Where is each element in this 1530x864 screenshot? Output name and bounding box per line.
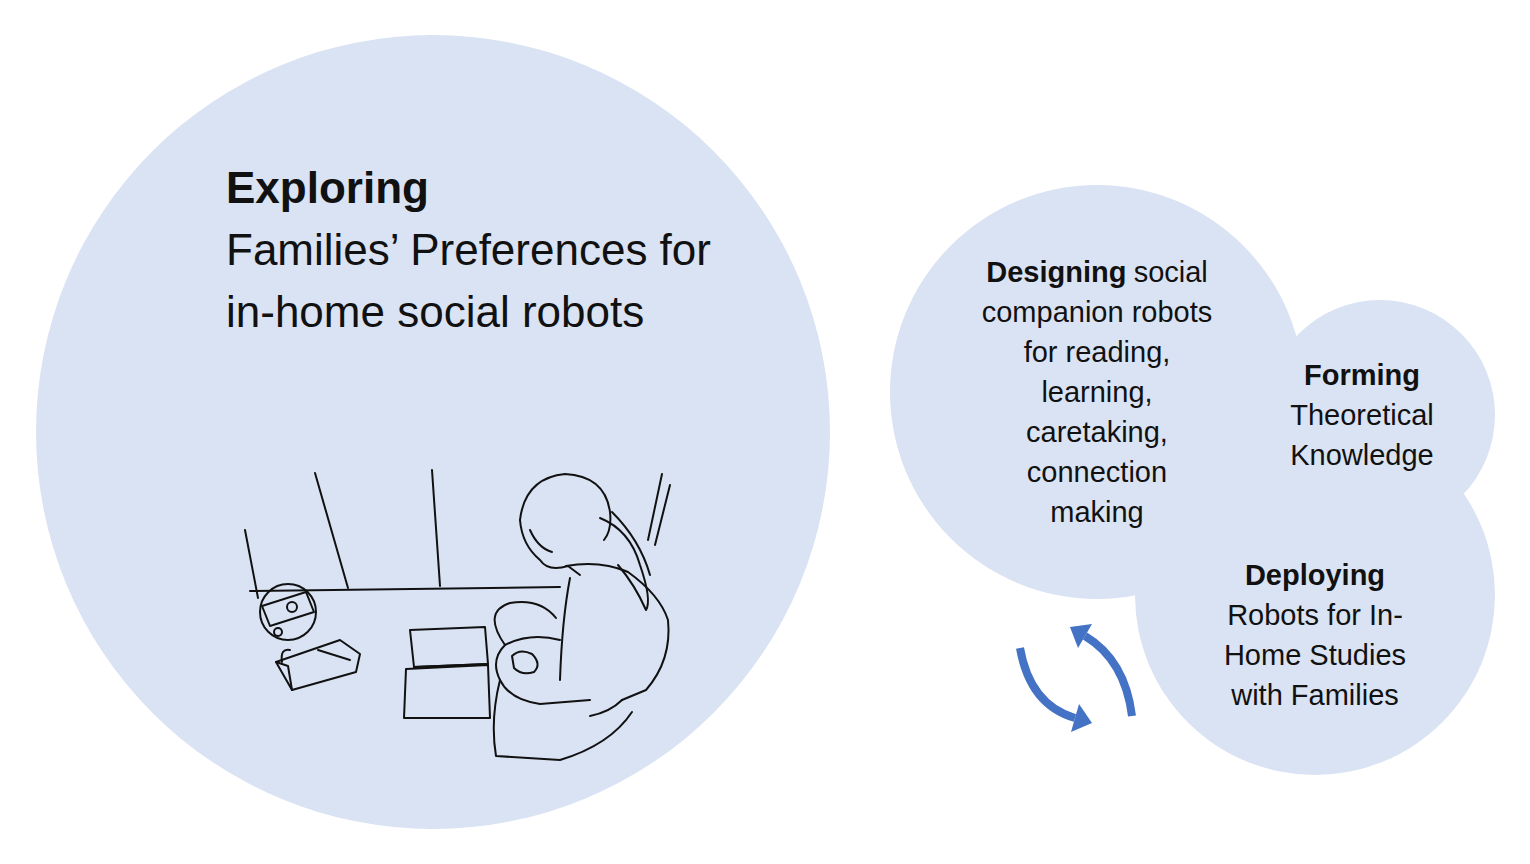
node-text: ExploringFamilies’ Preferences for in-ho… [226,157,746,343]
circle-node: Designingsocial companion robots for rea… [890,185,1304,599]
node-heading: Deploying [1215,555,1415,595]
node-body: Theoretical Knowledge [1267,395,1457,475]
node-body: Families’ Preferences for in-home social… [226,219,746,343]
circle-fill [36,35,830,829]
circle-node: FormingTheoretical Knowledge [1265,300,1495,530]
circle-node: ExploringFamilies’ Preferences for in-ho… [36,35,830,829]
node-heading: Exploring [226,157,746,219]
circle-fill [1135,415,1495,775]
node-body: social companion robots for reading, lea… [982,256,1213,528]
node-heading: Designing [986,256,1126,288]
circle-shape [36,35,830,829]
node-text: Designingsocial companion robots for rea… [977,252,1217,532]
node-text: FormingTheoretical Knowledge [1267,355,1457,475]
node-heading: Forming [1267,355,1457,395]
node-body: Robots for In-Home Studies with Families [1215,595,1415,715]
node-text: DeployingRobots for In-Home Studies with… [1215,555,1415,715]
